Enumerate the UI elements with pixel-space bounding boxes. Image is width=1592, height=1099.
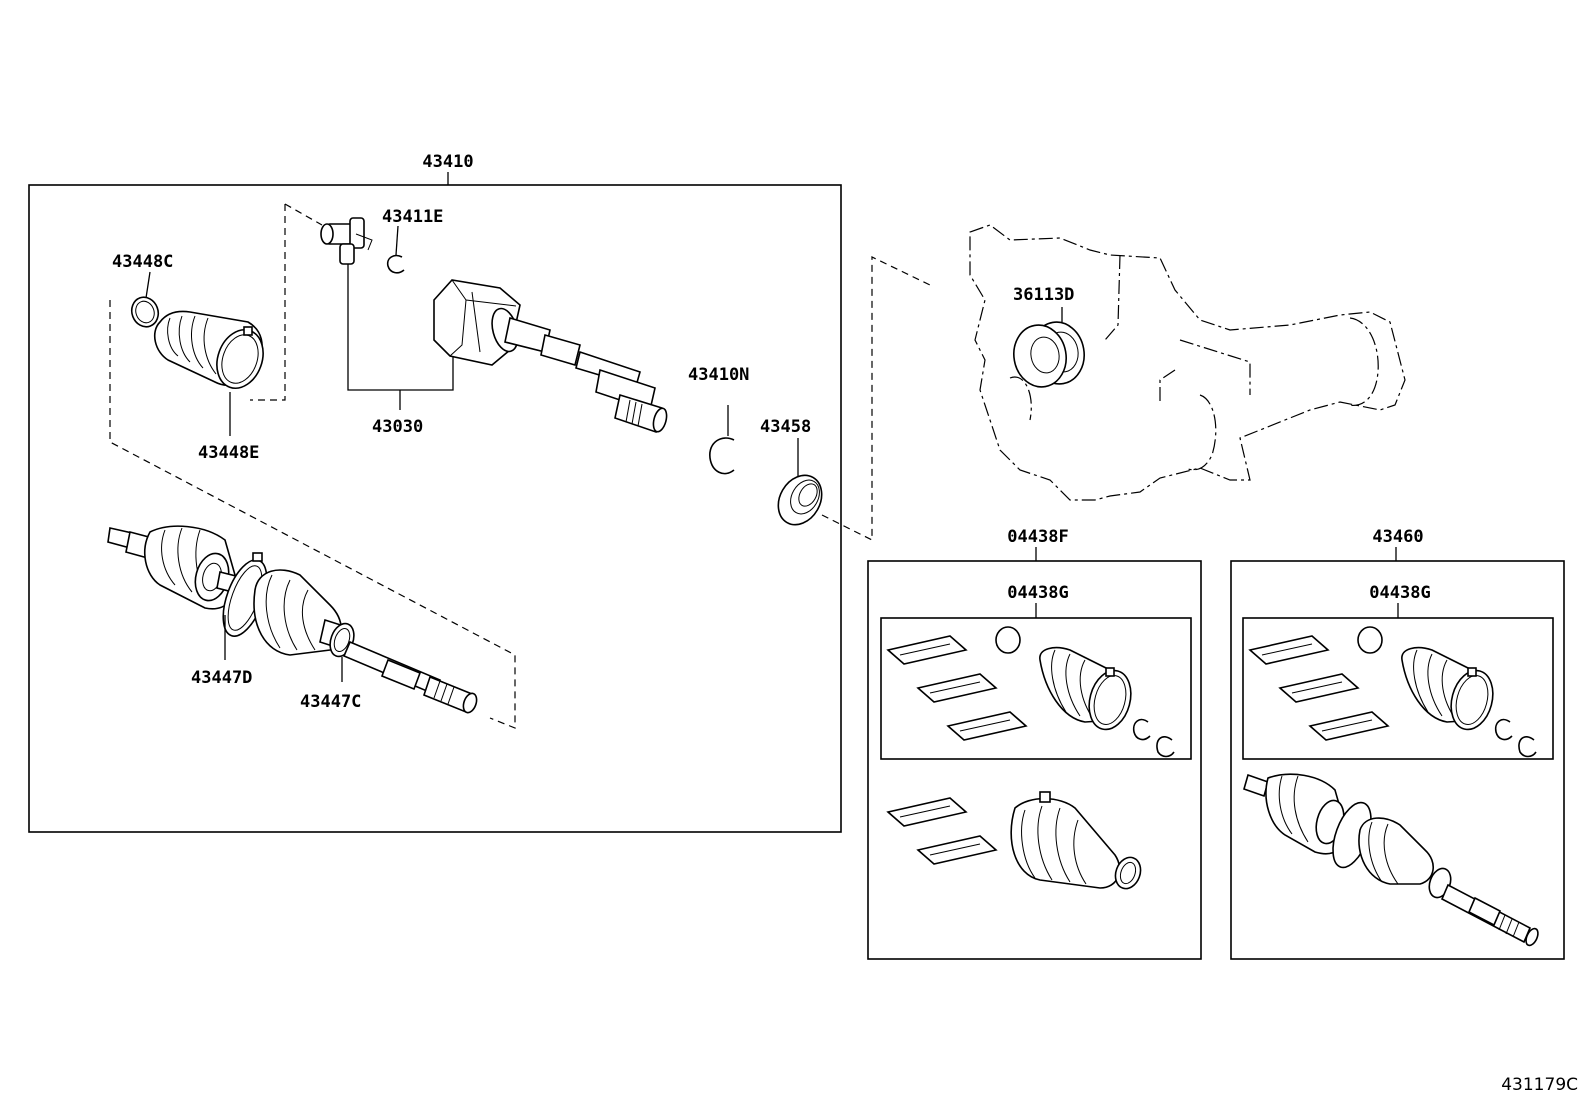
label-43460: 43460	[1372, 527, 1423, 547]
assembly-43410-box	[28, 184, 842, 833]
label-43410: 43410	[422, 152, 473, 172]
label-43410N: 43410N	[688, 365, 749, 385]
clamp-small-right	[1357, 626, 1383, 654]
kit-04438G-right-box	[1242, 617, 1554, 760]
kit-43460-box	[1230, 560, 1565, 960]
label-43447D: 43447D	[191, 668, 252, 688]
snap-ring-left-b	[1156, 736, 1175, 758]
label-04438F: 04438F	[1007, 527, 1068, 547]
grease-packs-lower-left	[886, 797, 998, 865]
oil-seal-43458	[777, 474, 823, 526]
kit-04438G-left-box	[880, 617, 1192, 760]
grease-packs-right	[1248, 635, 1390, 741]
label-04438G-left: 04438G	[1007, 583, 1068, 603]
figure-reference: 431179C	[1501, 1075, 1578, 1095]
clamp-small-left	[995, 626, 1021, 654]
boot-kit-right	[1401, 646, 1494, 731]
tripod-joint	[320, 217, 373, 265]
snap-ring-right-a	[1494, 718, 1513, 741]
boot-kit-lower-left	[1010, 791, 1142, 890]
label-43447C: 43447C	[300, 692, 361, 712]
label-43448C: 43448C	[112, 252, 173, 272]
clamp-43448E	[216, 326, 264, 389]
clamp-43448C	[130, 296, 160, 328]
drive-shaft-kit-right	[1243, 773, 1539, 947]
label-43411E: 43411E	[382, 207, 443, 227]
oil-seal-36113D	[1013, 321, 1085, 388]
snap-ring-right-b	[1518, 736, 1537, 758]
snap-ring-43410N	[709, 437, 735, 475]
transmission-housing	[969, 224, 1406, 501]
drive-shaft-bar	[342, 640, 478, 714]
label-43030: 43030	[372, 417, 423, 437]
boot-kit-left	[1039, 646, 1132, 731]
snap-ring-left-a	[1132, 718, 1151, 741]
grease-packs-left	[886, 635, 1028, 741]
label-04438G-right: 04438G	[1369, 583, 1430, 603]
label-36113D: 36113D	[1013, 285, 1074, 305]
kit-04438F-box	[867, 560, 1202, 960]
snap-ring-43411E	[386, 254, 405, 274]
inner-joint-43030	[433, 279, 668, 434]
label-43458: 43458	[760, 417, 811, 437]
label-43448E: 43448E	[198, 443, 259, 463]
